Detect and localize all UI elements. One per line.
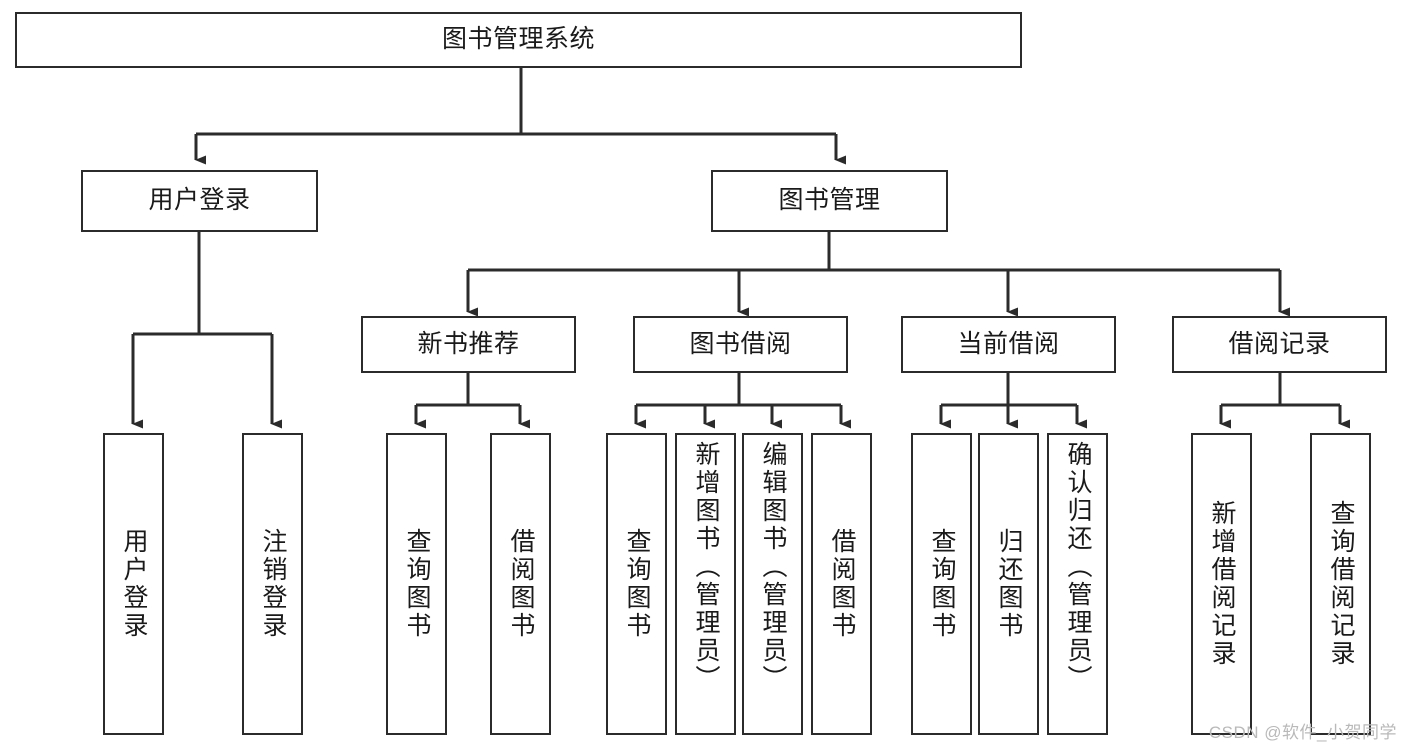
node-leaf-borrow-book-1[interactable]: 借阅图书: [490, 433, 551, 735]
node-leaf-edit-book[interactable]: 编辑图书（管理员）: [742, 433, 803, 735]
node-book-borrow[interactable]: 图书借阅: [633, 316, 848, 373]
node-label: 查询图书: [403, 528, 431, 640]
node-leaf-return-book[interactable]: 归还图书: [978, 433, 1039, 735]
node-leaf-confirm-return[interactable]: 确认归还（管理员）: [1047, 433, 1108, 735]
node-label: 用户登录: [120, 528, 148, 640]
node-new-book-recommend[interactable]: 新书推荐: [361, 316, 576, 373]
node-label: 借阅图书: [828, 528, 856, 640]
node-leaf-add-book[interactable]: 新增图书（管理员）: [675, 433, 736, 735]
node-label: 归还图书: [995, 528, 1023, 640]
node-leaf-query-book-3[interactable]: 查询图书: [911, 433, 972, 735]
node-leaf-add-record[interactable]: 新增借阅记录: [1191, 433, 1252, 735]
node-label: 确认归还（管理员）: [1064, 441, 1092, 693]
node-label: 新增图书（管理员）: [692, 441, 720, 693]
node-leaf-borrow-book-2[interactable]: 借阅图书: [811, 433, 872, 735]
node-label: 借阅记录: [1228, 329, 1331, 358]
node-leaf-query-book-1[interactable]: 查询图书: [386, 433, 447, 735]
node-label: 新书推荐: [417, 329, 520, 358]
node-label: 注销登录: [259, 528, 287, 640]
node-user-login[interactable]: 用户登录: [81, 170, 318, 232]
node-label: 借阅图书: [507, 528, 535, 640]
node-leaf-user-login[interactable]: 用户登录: [103, 433, 164, 735]
node-label: 查询图书: [928, 528, 956, 640]
node-leaf-query-book-2[interactable]: 查询图书: [606, 433, 667, 735]
node-borrow-record[interactable]: 借阅记录: [1172, 316, 1387, 373]
node-leaf-query-record[interactable]: 查询借阅记录: [1310, 433, 1371, 735]
node-leaf-logout-login[interactable]: 注销登录: [242, 433, 303, 735]
node-label: 当前借阅: [957, 329, 1060, 358]
node-label: 新增借阅记录: [1208, 500, 1236, 668]
node-label: 编辑图书（管理员）: [759, 441, 787, 693]
node-label: 图书管理: [778, 186, 881, 215]
node-book-management[interactable]: 图书管理: [711, 170, 948, 232]
node-current-borrow[interactable]: 当前借阅: [901, 316, 1116, 373]
node-label: 图书管理系统: [441, 25, 595, 54]
node-label: 用户登录: [148, 186, 251, 215]
node-label: 图书借阅: [689, 329, 792, 358]
node-root-system[interactable]: 图书管理系统: [15, 12, 1022, 68]
node-label: 查询图书: [623, 528, 651, 640]
node-label: 查询借阅记录: [1327, 500, 1355, 668]
